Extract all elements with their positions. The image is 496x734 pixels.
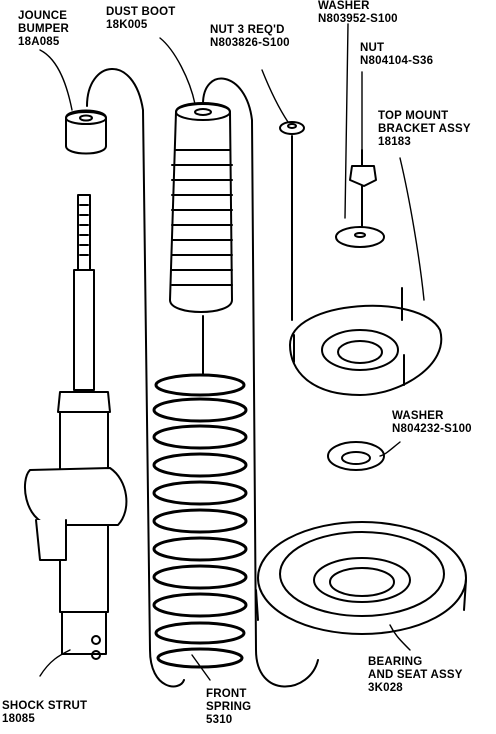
label-shock-strut: SHOCK STRUT 18085 — [2, 700, 87, 726]
label-jounce-bumper: JOUNCE BUMPER 18A085 — [18, 10, 69, 49]
label-washer-mid-name: WASHER — [392, 410, 444, 422]
label-washer-top-name: WASHER — [318, 0, 370, 12]
label-front-spring-line1: FRONT — [206, 688, 247, 700]
label-washer-mid: WASHER N804232-S100 — [392, 410, 472, 436]
top-mount-bracket — [289, 287, 443, 396]
label-nut-3: NUT 3 REQ'D N803826-S100 — [210, 24, 290, 50]
label-jounce-bumper-part: 18A085 — [18, 36, 60, 48]
label-top-mount-line1: TOP MOUNT — [378, 110, 449, 122]
label-nut-3-name: NUT 3 REQ'D — [210, 24, 285, 36]
label-jounce-bumper-line2: BUMPER — [18, 23, 70, 35]
bearing-seat-assy — [255, 521, 467, 635]
label-front-spring-line2: SPRING — [206, 701, 252, 713]
label-shock-strut-part: 18085 — [2, 713, 35, 725]
shock-strut — [23, 194, 128, 660]
label-dust-boot-name: DUST BOOT — [106, 6, 176, 18]
label-front-spring: FRONT SPRING 5310 — [206, 688, 251, 727]
nut-3-reqd — [279, 121, 305, 321]
label-bearing-line2: AND SEAT ASSY — [368, 669, 463, 681]
label-dust-boot-part: 18K005 — [106, 19, 148, 31]
label-nut-name: NUT — [360, 42, 385, 54]
label-nut: NUT N804104-S36 — [360, 42, 433, 68]
washer-mid — [327, 441, 385, 471]
dust-boot — [169, 102, 233, 376]
label-shock-strut-name: SHOCK STRUT — [2, 700, 88, 712]
front-spring — [152, 373, 248, 669]
label-top-mount: TOP MOUNT BRACKET ASSY 18183 — [378, 110, 471, 149]
label-bearing-part: 3K028 — [368, 682, 403, 694]
label-bearing-line1: BEARING — [368, 656, 423, 668]
label-dust-boot: DUST BOOT 18K005 — [106, 6, 176, 32]
assembly-guide-line — [86, 68, 185, 688]
label-front-spring-part: 5310 — [206, 714, 233, 726]
nut-top — [349, 149, 377, 229]
label-top-mount-part: 18183 — [378, 136, 411, 148]
label-washer-mid-part: N804232-S100 — [392, 423, 472, 435]
label-bearing: BEARING AND SEAT ASSY 3K028 — [368, 656, 463, 695]
jounce-bumper — [65, 109, 107, 155]
label-nut-part: N804104-S36 — [360, 55, 434, 67]
label-washer-top-part: N803952-S100 — [318, 13, 398, 25]
label-top-mount-line2: BRACKET ASSY — [378, 123, 471, 135]
label-nut-3-part: N803826-S100 — [210, 37, 290, 49]
leader-lines — [39, 23, 425, 681]
washer-top — [335, 226, 385, 248]
label-washer-top: WASHER N803952-S100 — [318, 0, 398, 26]
assembly-guide-line-2 — [202, 77, 319, 688]
label-jounce-bumper-line1: JOUNCE — [18, 10, 68, 22]
